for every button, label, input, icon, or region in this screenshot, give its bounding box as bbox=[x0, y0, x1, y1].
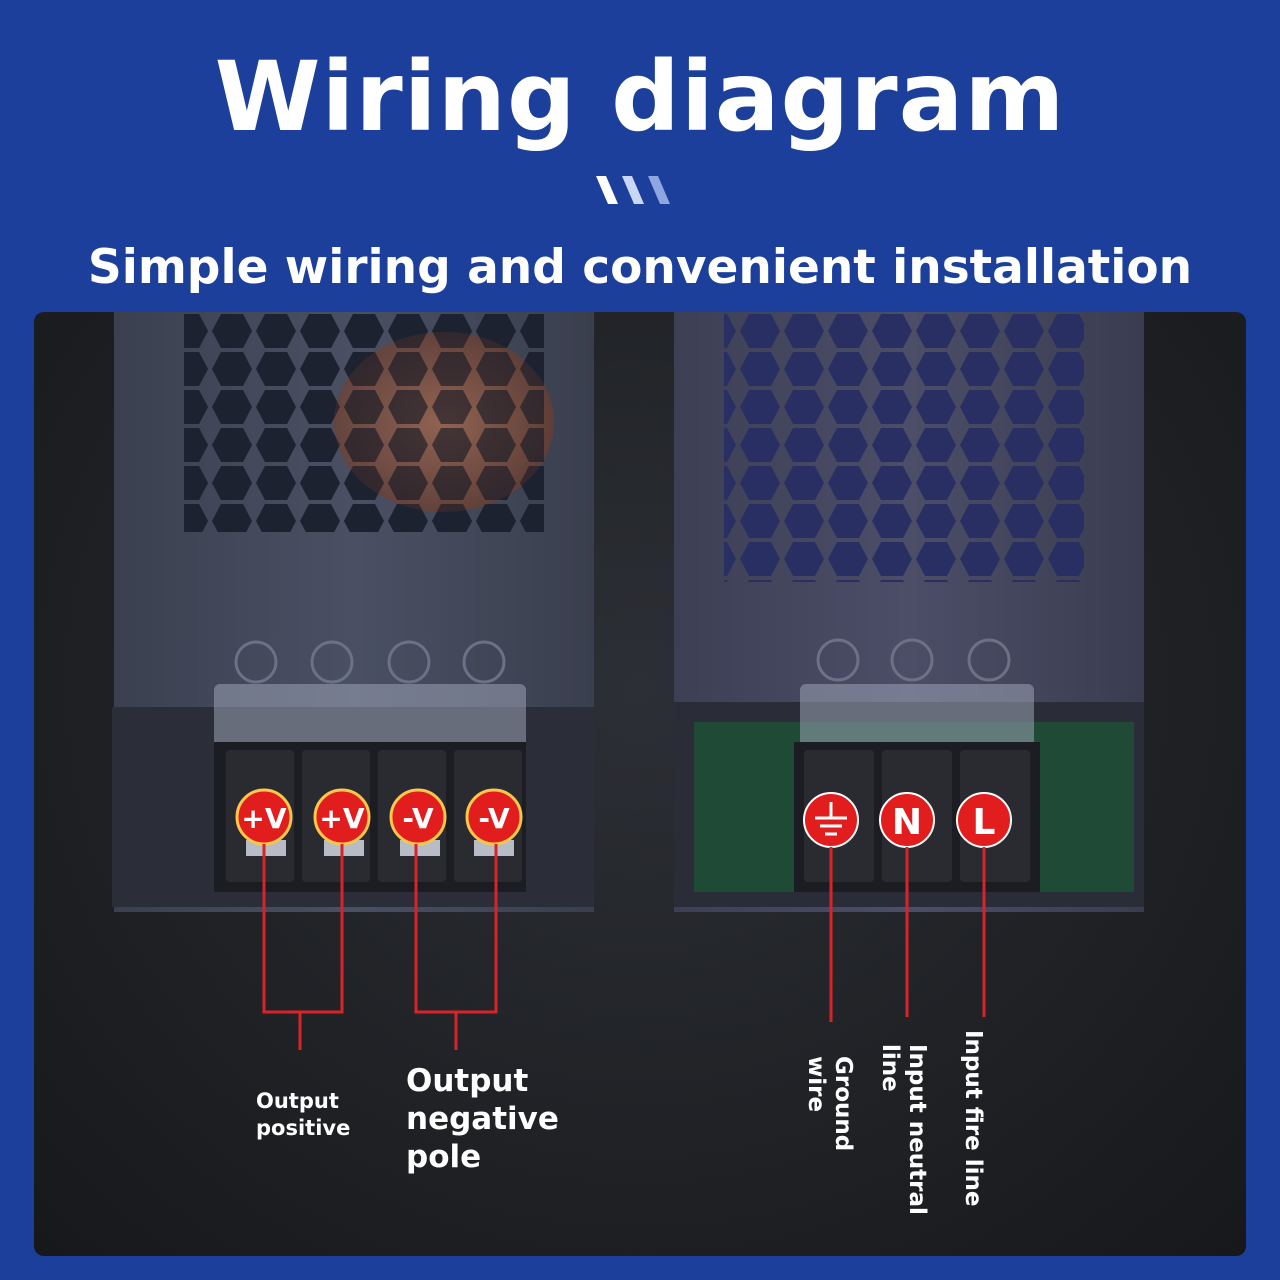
output-terminal-label: +V bbox=[241, 802, 286, 835]
label-input-neutral: Input neutral line bbox=[877, 1044, 930, 1215]
output-terminal-2: +V bbox=[313, 788, 371, 846]
output-terminal-3: -V bbox=[389, 788, 447, 846]
neutral-terminal-label: N bbox=[892, 802, 922, 843]
output-terminal-4: -V bbox=[465, 788, 523, 846]
page-subtitle: Simple wiring and convenient installatio… bbox=[87, 240, 1193, 295]
output-terminal-label: -V bbox=[402, 802, 434, 835]
neutral-terminal: N bbox=[879, 792, 935, 848]
fire-terminal: L bbox=[956, 792, 1012, 848]
output-wires bbox=[262, 844, 498, 1050]
output-terminal-1: +V bbox=[235, 788, 293, 846]
label-ground-wire: Ground wire bbox=[803, 1056, 856, 1152]
label-input-fire: Input fire line bbox=[960, 1030, 986, 1207]
ground-symbol-icon bbox=[815, 802, 847, 836]
output-terminal-label: +V bbox=[319, 802, 364, 835]
label-output-negative: Output negative pole bbox=[406, 1063, 559, 1175]
power-supply-photo: +V +V -V -V N bbox=[34, 312, 1246, 1256]
output-terminal-label: -V bbox=[478, 802, 510, 835]
decorative-slashes-icon bbox=[596, 176, 670, 204]
label-output-positive: Output positive bbox=[256, 1089, 351, 1140]
input-wires bbox=[829, 847, 986, 1022]
fire-terminal-label: L bbox=[973, 802, 996, 843]
page-title: Wiring diagram bbox=[214, 41, 1066, 153]
ground-terminal bbox=[803, 792, 859, 848]
